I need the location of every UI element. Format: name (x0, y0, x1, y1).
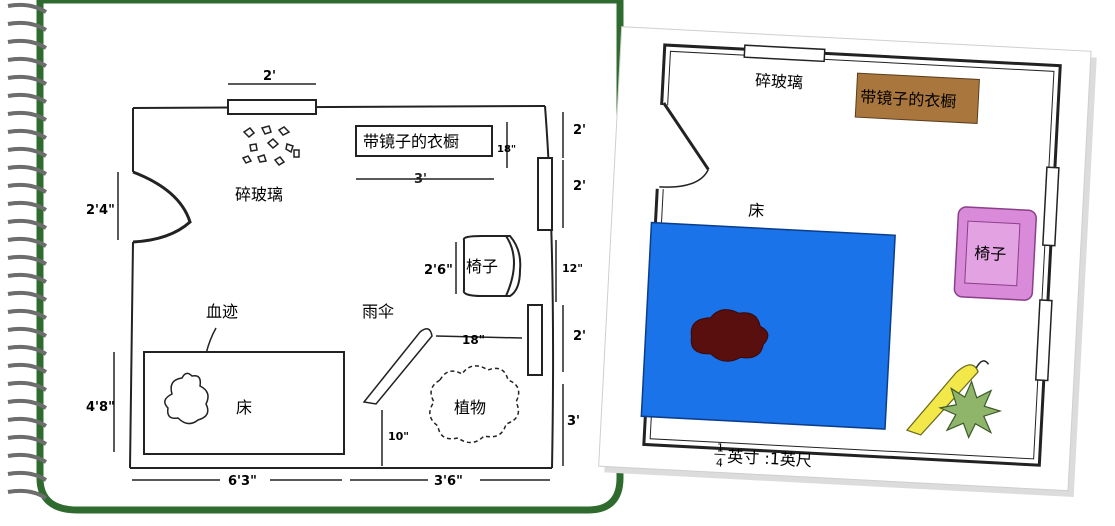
sketch-label-plant: 植物 (454, 398, 486, 417)
sketch-glass-pieces (241, 125, 300, 166)
scaled-bed (640, 221, 896, 430)
sketch-top-window (227, 99, 317, 115)
scaled-right-window-lower (1034, 299, 1053, 382)
dim-bed-height: 4'8" (86, 400, 115, 415)
scaled-blood-stain (690, 309, 769, 362)
dim-door: 2'4" (86, 203, 115, 218)
sketch-label-blood: 血迹 (206, 302, 238, 321)
spiral-binding (7, 2, 48, 500)
scaled-svg: 带镜子的衣橱 碎玻璃 床 椅子 1 4 英寸 :1英尺 (598, 26, 1097, 498)
scale-denominator: 4 (716, 456, 724, 469)
sketch-label-umbrella: 雨伞 (362, 302, 394, 321)
scaled-door (662, 102, 710, 171)
scale-fraction-bar (714, 453, 726, 456)
scaled-wardrobe (854, 72, 980, 124)
dim-wardrobe-width: 3' (414, 172, 427, 187)
scaled-label-bed: 床 (748, 201, 765, 221)
dim-window-top: 2' (263, 69, 276, 84)
sketch-label-chair: 椅子 (466, 257, 498, 276)
sketch-door (132, 170, 192, 244)
sketch-notebook: 2' 碎玻璃 带镜子的衣橱 3' 18" 2' 2' 12" 2' 3' 2'4… (7, 0, 624, 514)
dim-bottom-left: 6'3" (228, 474, 257, 489)
sketch-label-glass: 碎玻璃 (235, 185, 283, 204)
dim-umbrella-to-wall: 18" (462, 333, 485, 347)
dim-right-window-lower: 2' (573, 329, 586, 344)
scaled-umbrella (905, 364, 979, 436)
scaled-right-window-upper (1042, 166, 1060, 247)
sketch-svg: 2' 碎玻璃 带镜子的衣橱 3' 18" 2' 2' 12" 2' 3' 2'4… (7, 0, 624, 514)
dim-lines-right (555, 112, 564, 466)
dim-chair: 2'6" (424, 263, 453, 278)
scaled-label-wardrobe: 带镜子的衣橱 (860, 87, 957, 111)
sketch-wardrobe (355, 125, 493, 157)
dim-bottom-right: 3' (567, 414, 580, 429)
scale-numerator: 1 (716, 441, 724, 454)
sketch-bed (143, 351, 345, 455)
sketch-right-window-lower (527, 304, 543, 376)
scaled-plant (938, 379, 1003, 439)
sketch-blood-stain (164, 372, 209, 425)
scaled-label-glass: 碎玻璃 (755, 71, 804, 92)
dim-umbrella-height: 10" (388, 430, 409, 443)
sketch-walls (129, 105, 555, 469)
dim-right-window-upper-gap: 2' (573, 179, 586, 194)
scaled-top-window (743, 44, 826, 63)
dim-line-umbrella (435, 335, 523, 339)
dim-right-gap: 12" (562, 262, 583, 275)
sketch-label-bed: 床 (236, 398, 252, 417)
sketch-plant (429, 365, 520, 444)
scaled-plan-card: 带镜子的衣橱 碎玻璃 床 椅子 1 4 英寸 :1英尺 (585, 25, 1115, 522)
sketch-right-window-upper (537, 157, 553, 231)
sketch-umbrella (362, 328, 433, 405)
sketch-label-wardrobe: 带镜子的衣橱 (363, 132, 459, 151)
scaled-label-chair: 椅子 (974, 243, 1007, 264)
dim-right-window-upper: 2' (573, 123, 586, 138)
dim-wardrobe-height: 18" (497, 144, 516, 155)
scale-label: 英寸 :1英尺 (727, 447, 813, 470)
sketch-chair (462, 235, 522, 297)
dim-bottom-mid: 3'6" (434, 474, 463, 489)
